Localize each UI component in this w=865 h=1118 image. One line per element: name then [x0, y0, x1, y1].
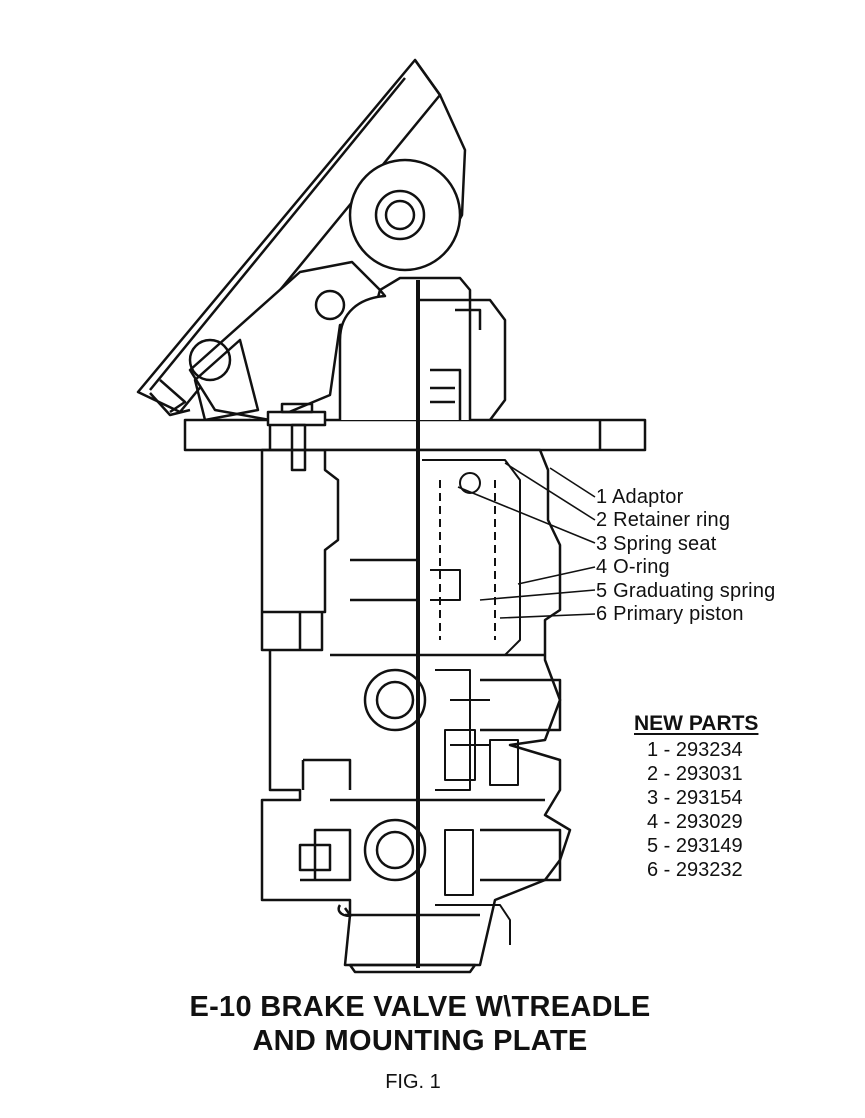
callout-retainer-ring: 2 Retainer ring [596, 509, 730, 531]
figure-title-line1: E-10 BRAKE VALVE W\TREADLE [0, 990, 840, 1024]
callout-primary-piston: 6 Primary piston [596, 603, 744, 625]
figure-title-line2: AND MOUNTING PLATE [0, 1024, 840, 1058]
new-part-2: 2 - 293031 [647, 763, 743, 785]
callout-o-ring: 4 O-ring [596, 556, 670, 578]
callout-spring-seat: 3 Spring seat [596, 533, 716, 555]
new-part-1: 1 - 293234 [647, 739, 743, 761]
figure-label: FIG. 1 [0, 1070, 826, 1094]
callout-graduating-spring: 5 Graduating spring [596, 580, 775, 602]
new-part-5: 5 - 293149 [647, 835, 743, 857]
new-part-4: 4 - 293029 [647, 811, 743, 833]
new-parts-title: NEW PARTS [634, 712, 758, 736]
callout-adaptor: 1 Adaptor [596, 486, 683, 508]
treadle-roller [350, 160, 460, 270]
new-part-3: 3 - 293154 [647, 787, 743, 809]
new-part-6: 6 - 293232 [647, 859, 743, 881]
